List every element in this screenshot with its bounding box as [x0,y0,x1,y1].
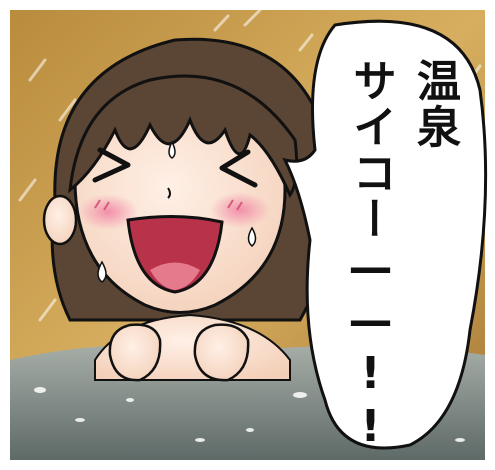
speech-line-2: サイコー——!! [345,58,396,454]
sweat-drop-icon [168,140,176,159]
speech-line-1: 温泉 [409,58,460,150]
blush-marks [94,199,243,211]
left-ear [42,194,78,246]
right-blush [210,192,270,228]
tongue [150,262,200,290]
sweat-drop-icon [97,260,107,283]
right-eye [219,149,258,188]
left-fist [108,323,162,382]
left-eye [92,147,131,183]
nose [167,187,171,199]
right-fist [193,323,250,382]
speech-bubble [282,19,488,450]
left-blush [78,194,138,230]
hair-bangs [68,74,299,199]
sweat-drop-icon [247,226,257,247]
open-mouth [126,214,224,294]
